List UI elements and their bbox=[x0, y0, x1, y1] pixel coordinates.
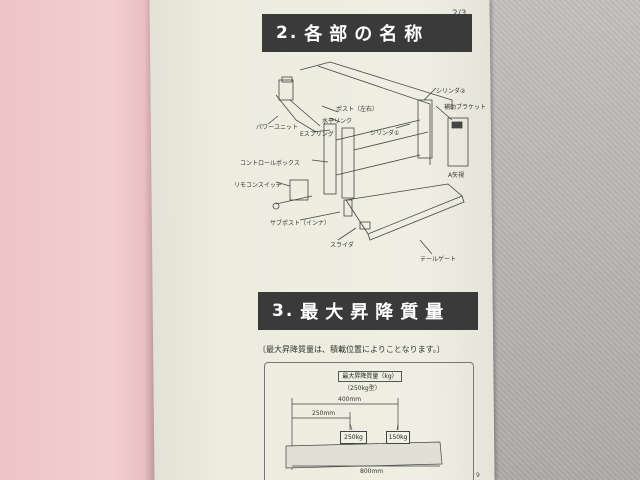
label-sub-post: サブポスト（インナ） bbox=[270, 220, 331, 227]
label-tail-gate: テールゲート bbox=[420, 256, 457, 263]
load-diagram-frame bbox=[264, 362, 474, 480]
section-title: 最大昇降質量 bbox=[300, 302, 451, 323]
label-view-a: A矢視 bbox=[448, 172, 465, 179]
section-number: 2. bbox=[276, 23, 299, 43]
weight-label: 150kg bbox=[386, 431, 410, 444]
section-title: 各部の名称 bbox=[304, 24, 430, 45]
dimension-label: 250mm bbox=[312, 410, 336, 417]
label-horizontal-link: 水平リンク bbox=[322, 118, 353, 125]
label-control-box: コントロールボックス bbox=[240, 160, 300, 167]
corner-page-number: 9 bbox=[476, 472, 480, 479]
label-power-unit: パワーユニット bbox=[256, 124, 299, 131]
label-remote-switch: リモコンスイッチ bbox=[234, 182, 282, 189]
section-banner-load: 3. 最大昇降質量 bbox=[258, 292, 478, 330]
section-banner-parts: 2. 各部の名称 bbox=[262, 14, 472, 52]
load-box-title: 最大昇降質量（kg） bbox=[338, 371, 402, 382]
label-cylinder-top: シリンダ② bbox=[436, 88, 466, 95]
label-slider: スライダ bbox=[330, 242, 354, 249]
label-brace: 補助ブラケット bbox=[444, 104, 487, 111]
label-cylinder: シリンダ① bbox=[370, 130, 400, 137]
dimension-label: 800mm bbox=[360, 468, 384, 475]
load-box-subtitle: （250kg型） bbox=[344, 385, 381, 392]
weight-label: 250kg bbox=[340, 431, 367, 444]
load-note: 〔最大昇降質量は、積載位置によりことなります。〕 bbox=[258, 345, 445, 354]
label-post: ポスト（左右） bbox=[336, 106, 379, 113]
dimension-label: 400mm bbox=[338, 396, 362, 403]
label-spring: Eスプリング bbox=[300, 131, 334, 138]
pink-left-page bbox=[0, 0, 160, 480]
section-number: 3. bbox=[272, 301, 295, 321]
